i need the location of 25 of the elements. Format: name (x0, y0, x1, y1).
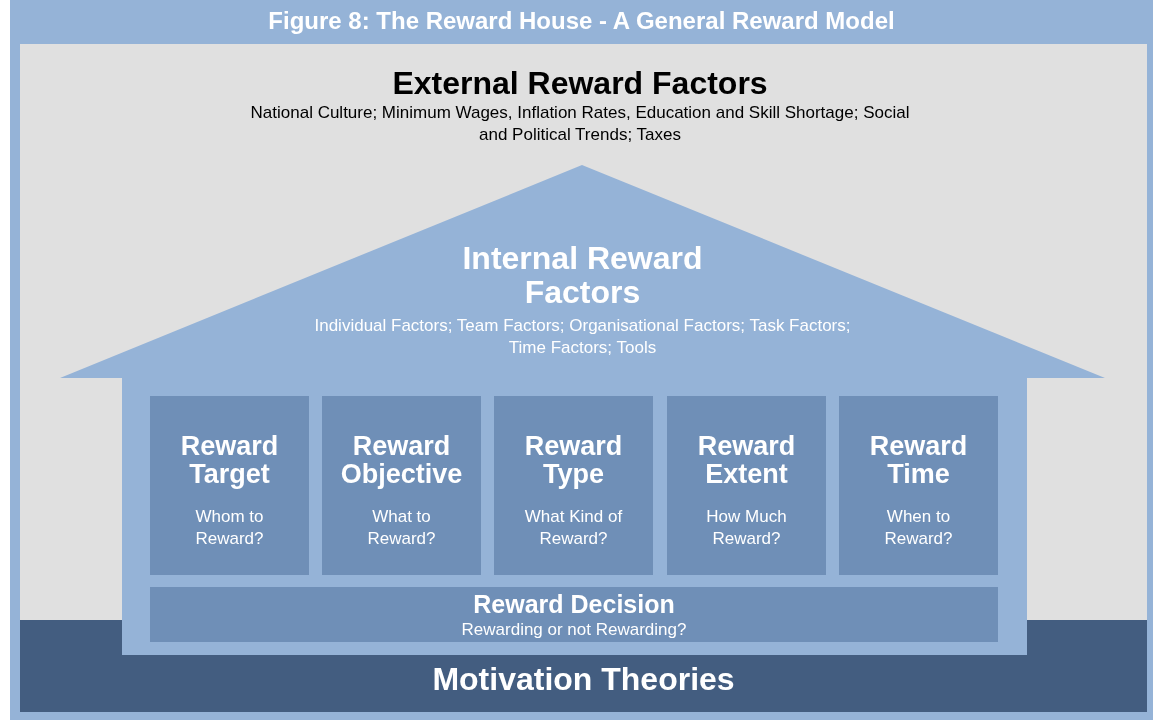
description: When to Reward? (883, 506, 954, 550)
description: Whom to Reward? (194, 506, 265, 550)
description: National Culture; Minimum Wages, Inflation Rates, Education and Skill Shortage; Social and Political Trends; Taxes (249, 102, 911, 146)
description: Rewarding or not Rewarding? (460, 619, 688, 641)
heading: Motivation Theories (431, 662, 736, 696)
description: What Kind of Reward? (523, 506, 624, 550)
category-box (150, 396, 309, 575)
description: How Much Reward? (705, 506, 788, 550)
heading: Reward Decision (472, 591, 676, 617)
category-box (667, 396, 826, 575)
category-box (839, 396, 998, 575)
heading: Internal Reward Factors (461, 241, 704, 309)
figure-title: Figure 8: The Reward House - A General Reward Model (267, 6, 896, 36)
heading: Reward Time (868, 432, 969, 488)
category-box (494, 396, 653, 575)
heading: Reward Type (523, 432, 624, 488)
heading: Reward Objective (339, 432, 464, 488)
house-shape (60, 165, 1105, 655)
decision-bar (150, 587, 998, 642)
category-box (322, 396, 481, 575)
description: Individual Factors; Team Factors; Organisational Factors; Task Factors; Time Factors; Tools (313, 315, 852, 359)
heading: External Reward Factors (391, 66, 769, 100)
heading: Reward Target (179, 432, 280, 488)
heading: Reward Extent (696, 432, 797, 488)
description: What to Reward? (366, 506, 437, 550)
